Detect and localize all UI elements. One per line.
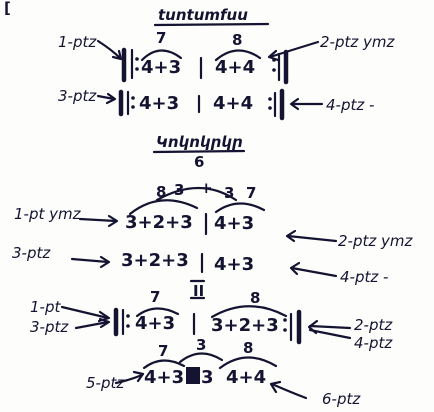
section-4: 7 3 8 4+3 3 4+4 5-ptz 6-ptz [86, 336, 361, 408]
section-1-line-1-left-arrow [96, 39, 122, 60]
section-2-arc-right [214, 202, 266, 214]
section-2-line-1-right-label: 2-ptz ymz [338, 232, 413, 250]
section-1-line-1-left-arrowhead [111, 49, 123, 61]
repeat-dot [272, 68, 276, 72]
section-3-number-left: 7 [150, 288, 160, 306]
section-3-expr-left: 4+3 [135, 313, 175, 334]
repeat-dot [126, 324, 130, 328]
section-3-right-arrow-1 [308, 324, 352, 330]
section-2-line-1-right-arrow [286, 234, 338, 243]
repeat-dot [126, 314, 130, 318]
section-1-line-2-left-arrowhead [105, 92, 117, 105]
section-2-line-2-expr-left: 3+2+3 [121, 250, 189, 271]
section-3-number-right: 8 [250, 289, 260, 307]
section-3-left-label-2: 3-ptz [30, 318, 69, 336]
section-4-expr-second: 3 [201, 367, 214, 388]
section-3-expr-right: 3+2+3 [211, 315, 279, 336]
section-2-title-underline [152, 149, 246, 154]
section-4-number-first: 7 [158, 342, 168, 360]
section-1-line-2-expr-left: 4+3 [139, 93, 179, 114]
section-2-title: Կոկոկրկր [156, 133, 243, 151]
section-3-roman: II [193, 282, 204, 300]
section-3-left-label-1: 1-pt [30, 298, 61, 316]
section-2-line-2-right-arrow [290, 266, 338, 278]
section-2-line-1-expr-right: 4+3 [214, 213, 254, 234]
section-4-expr-third: 4+4 [226, 367, 266, 388]
repeat-dot [283, 328, 287, 332]
corner-mark: [ [4, 0, 11, 17]
section-2-line-2-right-arrowhead [289, 261, 301, 276]
section-2-line-2-expr-right: 4+3 [214, 254, 254, 275]
repeat-dot [283, 318, 287, 322]
section-1-line-1-right-arrowhead [267, 49, 280, 62]
section-1-line-1-expr-right: 4+4 [215, 57, 255, 78]
section-3-left-arrow-1 [60, 305, 110, 320]
section-3-left-arrow-2 [74, 320, 110, 330]
section-4-arc-middle [178, 352, 224, 364]
section-2-number-third: 3 [224, 184, 234, 202]
section-3-right-label-2: 4-ptz [354, 334, 393, 352]
section-2-line-2-left-arrowhead [99, 255, 111, 269]
section-3-right-arrowhead [307, 319, 319, 335]
section-4-right-label: 6-ptz [322, 390, 361, 408]
section-3-arc-right [210, 305, 288, 319]
section-1-title-underline [153, 22, 270, 27]
section-2-arc-over [155, 186, 238, 202]
section-2-line-1-expr-left: 3+2+3 [125, 212, 193, 233]
section-2-line-2-left-label: 3-ptz [12, 244, 51, 262]
section-4-filled-block [186, 367, 200, 384]
section-4-expr-first: 4+3 [144, 367, 184, 388]
section-2-line-1-left-arrow [78, 217, 118, 223]
section-1-arc-right [214, 49, 262, 62]
section-1-number-left: 7 [156, 29, 166, 47]
section-3-arc-left [135, 307, 180, 318]
section-4-number-third: 8 [243, 339, 253, 357]
repeat-dot [268, 97, 272, 101]
section-1-line-1-expr-left: 4+3 [141, 57, 181, 78]
section-1-line-1-left-label: 1-ptz [58, 33, 97, 51]
section-1: tuntumfuu 7 8 1-ptz 4+3 4+4 2-ptz ymz 3-… [58, 6, 395, 121]
section-4-right-arrowhead [269, 380, 282, 394]
section-1-line-2-left-arrow [96, 94, 116, 101]
repeat-dot [135, 67, 139, 71]
section-3-left-arrowhead-2 [98, 317, 111, 329]
section-1-line-2-right-label: 4-ptz - [326, 96, 374, 114]
section-4-left-label: 5-ptz [86, 374, 125, 392]
repeat-dot [135, 57, 139, 61]
section-1-title: tuntumfuu [158, 6, 248, 24]
section-1-arc-left [140, 49, 183, 62]
section-3: II 7 8 1-pt 3-ptz 4+3 3+2+3 2-ptz 4-ptz [30, 279, 393, 352]
section-2-subtitle: 6 [194, 153, 204, 171]
section-1-line-2-left-label: 3-ptz [58, 87, 97, 105]
section-2-number-fourth: 7 [246, 184, 256, 202]
section-4-right-arrow [270, 382, 308, 400]
section-4-arc-right [218, 356, 278, 370]
section-1-line-2-expr-right: 4+4 [213, 93, 253, 114]
section-2-line-1-left-arrowhead [107, 214, 119, 228]
section-4-number-second: 3 [196, 336, 206, 354]
section-4-left-arrow [114, 373, 144, 385]
section-2-line-1-right-arrowhead [285, 229, 297, 243]
section-3-right-label-1: 2-ptz [354, 316, 393, 334]
section-2-line-2-left-arrow [70, 257, 110, 264]
repeat-dot [131, 96, 135, 100]
section-2-line-2-right-label: 4-ptz - [340, 268, 388, 286]
section-2: Կոկոկրկր 6 8 3 + 3 7 1-pt ymz 3+2+3 4+3 … [12, 133, 413, 286]
section-1-line-1-right-arrow [268, 40, 320, 59]
section-3-right-arrow-2 [308, 328, 352, 340]
section-1-line-1-right-label: 2-ptz ymz [320, 33, 395, 51]
section-2-arc-left [128, 199, 199, 216]
repeat-dot [131, 105, 135, 109]
section-1-number-right: 8 [232, 31, 242, 49]
section-1-line-2-right-arrowhead [289, 97, 300, 111]
section-2-line-1-left-label: 1-pt ymz [14, 205, 82, 223]
section-4-arc-left [142, 359, 186, 370]
section-2-number-first: 8 [156, 183, 166, 201]
repeat-dot [268, 106, 272, 110]
section-4-left-arrowhead [132, 370, 145, 383]
